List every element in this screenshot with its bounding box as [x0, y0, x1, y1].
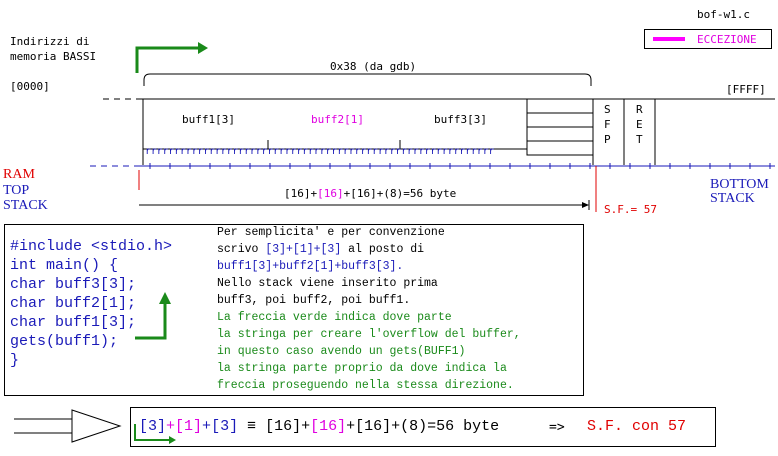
- sfp-letter: S: [604, 103, 611, 116]
- sf-label: S.F.= 57: [604, 203, 657, 216]
- note-line-green: la stringa per creare l'overflow del buf…: [217, 328, 521, 341]
- note-line-green: freccia proseguendo nella stessa direzio…: [217, 379, 514, 392]
- code-line: }: [10, 352, 20, 369]
- note-line: Per semplicita' e per convenzione: [217, 226, 445, 239]
- brace-label: 0x38 (da gdb): [330, 60, 417, 73]
- formula-part: +[16]+(8)=56 byte: [346, 418, 500, 435]
- note-line-green: in questo caso avendo un gets(BUFF1): [217, 345, 466, 358]
- low-memory-line1: Indirizzi di: [10, 35, 90, 48]
- code-box: #include <stdio.h> int main() { char buf…: [4, 224, 584, 396]
- note-line-green: La freccia verde indica dove parte: [217, 311, 452, 324]
- ret-label: R E T: [636, 102, 643, 147]
- formula-part-magenta: +: [166, 418, 176, 435]
- ret-letter: T: [636, 133, 643, 146]
- note-line: scrivo [3]+[1]+[3] al posto di: [217, 241, 521, 258]
- file-name: bof-w1.c: [697, 8, 750, 21]
- code-line: #include <stdio.h>: [10, 238, 173, 255]
- code-line: char buff3[3];: [10, 276, 137, 293]
- buff2-label: buff2[1]: [311, 113, 364, 126]
- top-stack-label: TOP STACK: [3, 183, 48, 213]
- code-line: gets(buff1);: [10, 333, 119, 350]
- code-line: int main() {: [10, 257, 119, 274]
- size-formula: [16]+[16]+[16]+(8)=56 byte: [284, 187, 456, 200]
- size-part-magenta: [16]: [317, 187, 344, 200]
- green-arrow-code: [135, 292, 171, 340]
- code-line: char buff1[3];: [10, 314, 137, 331]
- buff3-label: buff3[3]: [434, 113, 487, 126]
- code-block: #include <stdio.h> int main() { char buf…: [10, 237, 172, 370]
- size-part: [16]+: [284, 187, 318, 200]
- note-part: scrivo: [217, 243, 266, 256]
- bottom-stack-line1: BOTTOM: [710, 177, 769, 192]
- formula-part-blue: +: [202, 418, 212, 435]
- sfp-label: S F P: [604, 102, 611, 147]
- size-brace: [143, 73, 592, 86]
- formula-text: [3]+[1]+[3] ≡ [16]+[16]+[16]+(8)=56 byte: [139, 418, 499, 436]
- legend-swatch: [653, 37, 685, 41]
- low-memory-line2: memoria BASSI: [10, 50, 97, 63]
- ret-letter: E: [636, 118, 643, 131]
- high-address: [FFFF]: [726, 83, 766, 96]
- green-arrow-top: [135, 42, 208, 73]
- formula-implies: =>: [549, 420, 565, 435]
- bottom-stack-line2: STACK: [710, 191, 755, 206]
- note-line: buff3, poi buff2, poi buff1.: [217, 294, 411, 307]
- legend-box: ECCEZIONE: [644, 29, 772, 49]
- top-stack-line2: STACK: [3, 198, 48, 213]
- formula-box: [3]+[1]+[3] ≡ [16]+[16]+[16]+(8)=56 byte…: [130, 407, 716, 447]
- formula-part-magenta: [16]: [310, 418, 347, 435]
- notes: Per semplicita' e per convenzione scrivo…: [217, 224, 521, 394]
- legend-label: ECCEZIONE: [697, 33, 757, 46]
- note-line: Nello stack viene inserito prima: [217, 277, 438, 290]
- r-fill: rrrrrrrrrrrrrrrrrrrrrrrrrrrrrrrrrrrrrrrr…: [145, 146, 495, 157]
- formula-part-blue: [3]: [211, 418, 239, 435]
- formula-part-magenta: [1]: [175, 418, 203, 435]
- note-part-blue: [3]+[1]+[3]: [265, 243, 342, 256]
- ret-letter: R: [636, 103, 643, 116]
- low-address: [0000]: [10, 80, 50, 93]
- note-part: al posto di: [341, 243, 425, 256]
- buff1-label: buff1[3]: [182, 113, 235, 126]
- low-memory-label: Indirizzi di memoria BASSI: [10, 34, 96, 64]
- formula-result: S.F. con 57: [587, 418, 687, 435]
- formula-part: ≡ [16]+: [238, 418, 311, 435]
- formula-part-blue: [3]: [139, 418, 167, 435]
- green-arrow-formula: [134, 424, 176, 444]
- size-part: +[16]+(8)=56 byte: [343, 187, 457, 200]
- sfp-letter: F: [604, 118, 611, 131]
- ram-label: RAM: [3, 167, 35, 182]
- sfp-letter: P: [604, 133, 611, 146]
- note-line-green: la stringa parte proprio da dove indica …: [217, 362, 507, 375]
- formula-arrow: [14, 409, 122, 443]
- note-line: buff1[3]+buff2[1]+buff3[3].: [217, 260, 404, 273]
- bottom-stack-label: BOTTOM STACK: [710, 178, 769, 206]
- top-stack-line1: TOP: [3, 183, 30, 198]
- code-line: char buff2[1];: [10, 295, 137, 312]
